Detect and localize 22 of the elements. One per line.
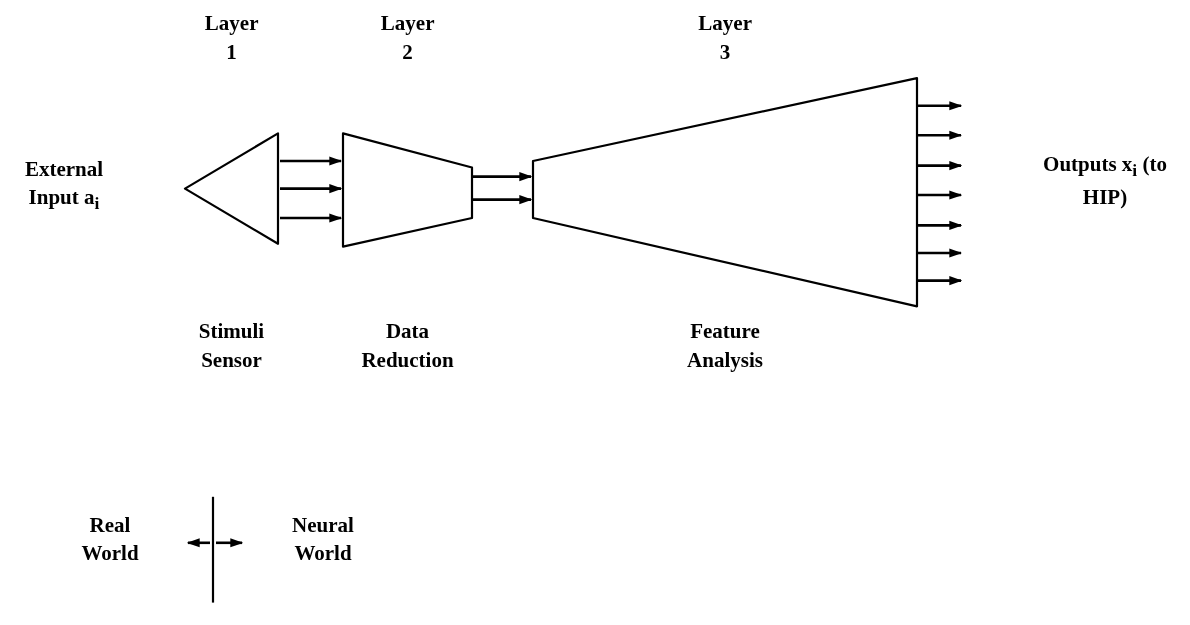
layer-function-label: Data Reduction — [361, 318, 454, 374]
world-label: Neural World — [292, 511, 354, 567]
layer-heading: Layer 3 — [698, 10, 752, 66]
arrow — [473, 172, 533, 182]
arrow — [918, 190, 963, 200]
layer-function-label: Feature Analysis — [687, 318, 763, 374]
arrow — [473, 195, 533, 205]
arrow — [280, 213, 343, 223]
layer-function-label: Stimuli Sensor — [198, 318, 265, 374]
output-label: Outputs x$_{i}$ (to HIP) — [1042, 150, 1168, 211]
arrow — [280, 156, 343, 166]
world-label: Real World — [81, 511, 139, 567]
layer-heading: Layer 2 — [380, 10, 435, 66]
arrow — [918, 248, 963, 258]
arrow — [918, 220, 963, 230]
arrow — [918, 130, 963, 140]
arrow — [918, 101, 963, 111]
layer-heading: Layer 1 — [204, 10, 259, 66]
arrow — [918, 161, 963, 171]
arrow — [280, 184, 343, 194]
arrow — [918, 276, 963, 286]
input-label: External Input a$_{i}$ — [23, 155, 105, 216]
